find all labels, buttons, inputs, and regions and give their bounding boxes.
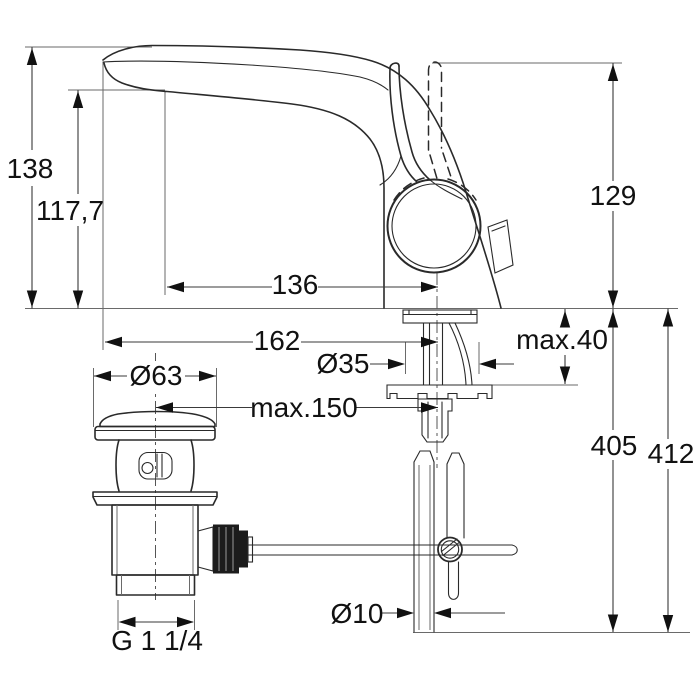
base-plate [402,309,478,324]
pop-up-rod [247,536,518,563]
handle-lever [379,62,463,200]
dim-label-hole-diameter: Ø35 [317,348,370,379]
waste-flange [94,425,216,441]
body-side-plate [487,219,514,274]
pivot-screw [437,536,463,563]
supply-pipe [413,450,435,633]
cartridge-ball-outer [386,178,482,274]
waste-tee-neck [197,526,214,572]
waste-tailpiece [115,574,196,596]
dimension-labels: 138 117,7 129 136 162 Ø35 max.40 Ø63 max… [7,153,695,656]
waste-plug-cap [99,410,216,428]
handle-raised-dashed [427,61,453,183]
waste-slot-window [138,451,173,480]
dim-label-body-height: 129 [590,180,637,211]
extension-lines [25,46,690,634]
knurled-nut [213,524,254,574]
dim-label-supply-length: 405 [591,430,638,461]
dim-label-deck-thickness: max.40 [516,324,608,355]
dim-label-pipe-diameter: Ø10 [331,598,384,629]
dim-label-supply-overall: 412 [648,438,695,469]
shank-pipes [422,322,473,386]
cartridge-dashed-arc-right [447,178,477,201]
cartridge-dashed-arc-left [393,177,425,201]
faucet-body [102,44,518,633]
cartridge-ball-inner [391,183,477,269]
dim-label-tip-to-axis: 162 [254,325,301,356]
lift-rod [446,452,465,600]
dim-label-overall-height: 138 [7,153,54,184]
dim-label-waste-thread: G 1 1/4 [111,625,203,656]
spout-crease-line [102,60,389,91]
spout-underside-outline [103,62,385,309]
spout-top-outline [102,44,502,309]
mounting-flange [386,384,493,400]
label-masks [10,150,695,469]
dim-label-outlet-to-axis: 136 [272,269,319,300]
dim-label-waste-diameter: Ø63 [130,360,183,391]
pop-up-waste [92,410,254,596]
dim-label-outlet-height: 117,7 [36,195,104,226]
waste-upper-body [115,439,120,492]
dim-label-waste-to-axis: max.150 [250,392,357,423]
centerlines [155,272,438,600]
